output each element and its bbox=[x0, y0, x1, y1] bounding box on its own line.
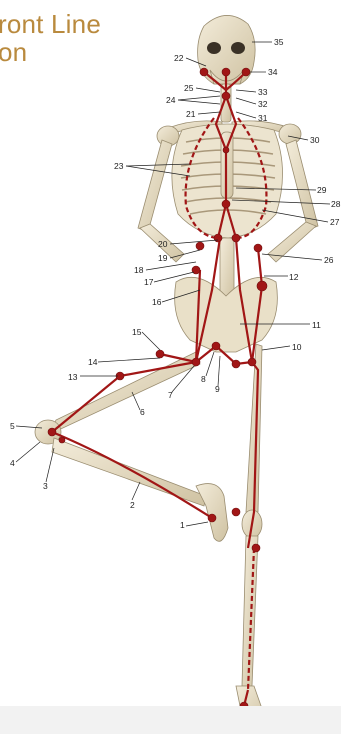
label-15: 15 bbox=[132, 327, 142, 337]
label-11: 11 bbox=[312, 320, 321, 330]
label-17: 17 bbox=[144, 277, 154, 287]
footer-band bbox=[0, 706, 341, 734]
label-21: 21 bbox=[186, 109, 196, 119]
label-22: 22 bbox=[174, 53, 184, 63]
label-5: 5 bbox=[10, 421, 15, 431]
label-1: 1 bbox=[180, 520, 185, 530]
eye-socket-right bbox=[231, 42, 245, 54]
label-2: 2 bbox=[130, 500, 135, 510]
label-26: 26 bbox=[324, 255, 334, 265]
humerus-left bbox=[138, 140, 172, 232]
label-23: 23 bbox=[114, 161, 124, 171]
humerus-right bbox=[286, 140, 318, 230]
label-7: 7 bbox=[168, 390, 173, 400]
label-28: 28 bbox=[331, 199, 341, 209]
label-9: 9 bbox=[215, 384, 220, 394]
label-3: 3 bbox=[43, 481, 48, 491]
label-30: 30 bbox=[310, 135, 320, 145]
shoulder-right bbox=[279, 124, 301, 144]
label-19: 19 bbox=[158, 253, 168, 263]
label-12: 12 bbox=[289, 272, 299, 282]
eye-socket-left bbox=[207, 42, 221, 54]
label-8: 8 bbox=[201, 374, 206, 384]
label-13: 13 bbox=[68, 372, 78, 382]
label-10: 10 bbox=[292, 342, 302, 352]
foot-raised bbox=[196, 484, 228, 542]
label-20: 20 bbox=[158, 239, 168, 249]
tibia-raised bbox=[52, 438, 206, 506]
forearm-right bbox=[268, 222, 316, 262]
label-4: 4 bbox=[10, 458, 15, 468]
label-29: 29 bbox=[317, 185, 327, 195]
label-31: 31 bbox=[258, 113, 268, 123]
skeleton-bones bbox=[35, 15, 318, 726]
label-33: 33 bbox=[258, 87, 268, 97]
label-32: 32 bbox=[258, 99, 268, 109]
label-24: 24 bbox=[166, 95, 176, 105]
label-34: 34 bbox=[268, 67, 278, 77]
label-14: 14 bbox=[88, 357, 98, 367]
label-16: 16 bbox=[152, 297, 162, 307]
label-35: 35 bbox=[274, 37, 284, 47]
label-18: 18 bbox=[134, 265, 144, 275]
label-6: 6 bbox=[140, 407, 145, 417]
label-25: 25 bbox=[184, 83, 194, 93]
label-27: 27 bbox=[330, 217, 340, 227]
